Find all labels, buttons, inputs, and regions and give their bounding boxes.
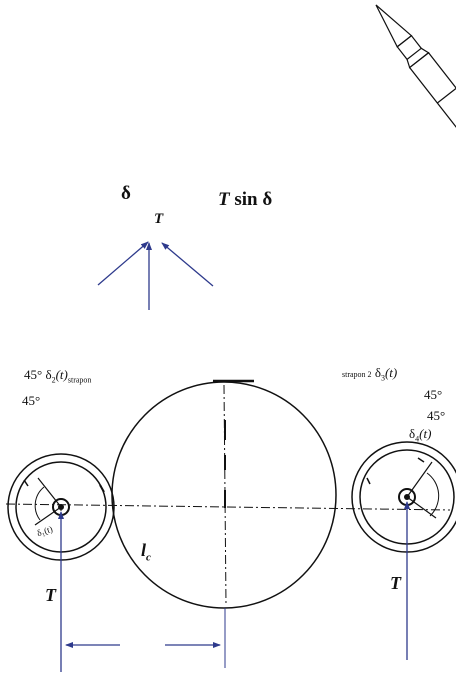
right-delta3-label: strapon 2 δ3(t)	[342, 365, 398, 383]
right-thrust-label: T	[390, 573, 401, 593]
horizontal-centerline	[5, 503, 451, 511]
right-delta4-label: δ4(t)	[409, 426, 432, 444]
right-strapon	[351, 441, 456, 553]
rocket-body	[375, 4, 456, 199]
rocket-main-stage	[408, 51, 456, 199]
left-thrust-label: T	[45, 585, 56, 605]
rocket-thrust-sin-label: T sin δ	[218, 189, 273, 210]
left-angle-label-2: 45°	[22, 393, 41, 408]
rocket-thrust-arrow-right	[161, 242, 214, 287]
left-angle-label: 45° δ2(t)strapon	[24, 367, 92, 385]
rocket-thrust-label: T	[154, 211, 164, 227]
rocket-thrust-arrow-left	[97, 241, 149, 286]
right-angle-label-1: 45°	[424, 387, 443, 402]
right-angle-label-2: 45°	[427, 408, 446, 423]
rocket-delta-label: δ	[121, 183, 131, 204]
core-label: lc	[141, 540, 151, 564]
rocket-upper-stage	[396, 34, 423, 61]
rocket-nose-cone	[375, 4, 413, 48]
